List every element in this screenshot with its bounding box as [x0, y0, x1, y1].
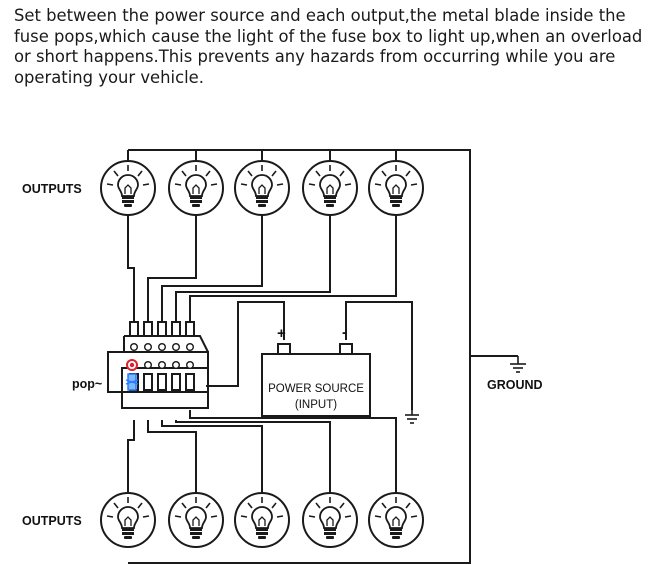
ground-label: GROUND [487, 378, 543, 392]
bulb-icon [100, 160, 156, 216]
bulb-icon [302, 160, 358, 216]
bulb-icon [368, 160, 424, 216]
ground-icon [510, 356, 526, 373]
power-source-input-label: (INPUT) [295, 399, 337, 411]
bulb-icon [234, 160, 290, 216]
pop-label: pop~ [72, 377, 102, 391]
blown-fuse-indicator [125, 359, 139, 391]
bulb-icon [100, 492, 156, 548]
bulb-icon [168, 492, 224, 548]
power-source-label: POWER SOURCE [268, 383, 364, 395]
outputs-top-label: OUTPUTS [22, 182, 82, 196]
battery-minus-label: - [342, 324, 347, 341]
fuse-terminals [129, 343, 194, 370]
output-bulbs-top [100, 160, 424, 216]
bulb-icon [302, 492, 358, 548]
bulb-icon [168, 160, 224, 216]
output-bulbs-bottom [100, 492, 424, 548]
battery-plus-label: + [277, 325, 286, 342]
bulb-icon [368, 492, 424, 548]
wires [107, 149, 518, 564]
description-text: Set between the power source and each ou… [14, 6, 643, 87]
outputs-bottom-label: OUTPUTS [22, 514, 82, 528]
ground-icon [405, 408, 419, 424]
bulb-icon [234, 492, 290, 548]
